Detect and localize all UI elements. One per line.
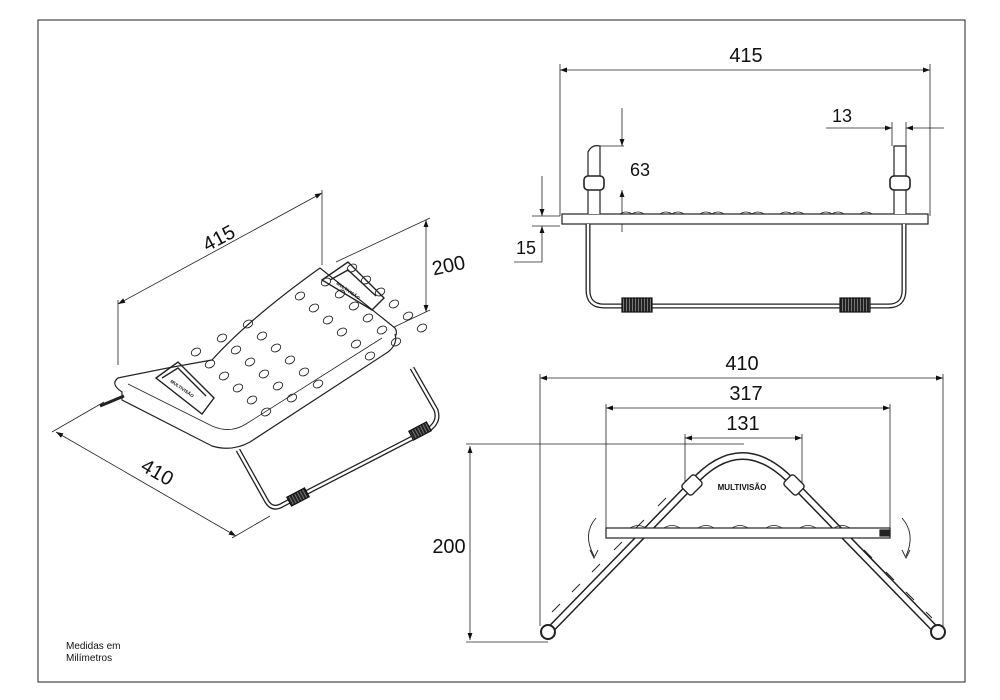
iso-depth-dim-line — [55, 431, 237, 537]
side-overall-label: 410 — [725, 353, 758, 375]
iso-depth-ext-right — [231, 515, 271, 539]
iso-massage-dot — [244, 357, 256, 367]
side-height-label: 200 — [432, 536, 465, 558]
units-note: Medidas em Milímetros — [66, 641, 120, 665]
top-thickness-label: 15 — [516, 238, 536, 258]
side-apex-label: 131 — [726, 413, 759, 435]
iso-massage-dot — [402, 311, 414, 321]
side-rotate-arrow-left — [588, 517, 597, 557]
top-rubber-foot-left — [621, 297, 653, 313]
iso-massage-dot — [242, 319, 254, 329]
iso-massage-dot — [270, 343, 282, 353]
iso-depth-label: 410 — [137, 455, 177, 491]
side-rotate-arrow-right — [901, 517, 911, 557]
top-width-label: 415 — [729, 45, 762, 67]
sheet-border — [37, 19, 966, 683]
units-note-line-2: Milímetros — [66, 653, 113, 664]
iso-massage-dots — [190, 263, 428, 417]
top-u-frame — [585, 224, 907, 309]
iso-massage-dot — [388, 299, 400, 309]
iso-height-ext-bottom — [391, 309, 431, 329]
iso-massage-dot — [374, 287, 386, 297]
top-view — [514, 64, 944, 313]
iso-massage-dot — [346, 263, 358, 273]
iso-massage-dot — [246, 395, 258, 405]
iso-massage-dot — [390, 337, 402, 347]
iso-massage-dot — [204, 359, 216, 369]
side-platform-label: 317 — [729, 383, 762, 405]
iso-massage-dot — [260, 407, 272, 417]
iso-height-ext-top — [335, 217, 431, 263]
iso-height-label: 200 — [430, 252, 467, 280]
side-view — [466, 374, 946, 643]
iso-platform-edge — [121, 333, 397, 449]
iso-massage-dot — [216, 333, 228, 343]
iso-massage-dot — [362, 313, 374, 323]
iso-massage-dot — [258, 369, 270, 379]
iso-massage-dot — [350, 339, 362, 349]
iso-massage-dot — [272, 381, 284, 391]
iso-massage-dot — [294, 291, 306, 301]
iso-massage-dot — [364, 351, 376, 361]
isometric-view: MULTIVISÃO MULTIVISÃO — [51, 190, 440, 539]
iso-massage-dot — [308, 303, 320, 313]
iso-massage-dot — [190, 347, 202, 357]
iso-width-dim-line — [117, 192, 323, 305]
top-rubber-foot-right — [839, 297, 871, 313]
side-brand-label: MULTIVISÃO — [718, 483, 767, 492]
units-note-line-1: Medidas em — [66, 641, 121, 652]
iso-depth-ext-left — [51, 401, 105, 433]
iso-rubber-foot-right — [408, 421, 432, 441]
iso-massage-dot — [416, 323, 428, 333]
iso-right-hinge-frame — [320, 261, 385, 311]
iso-width-label: 415 — [199, 221, 239, 256]
iso-massage-dot — [334, 289, 346, 299]
iso-massage-dot — [348, 301, 360, 311]
iso-rubber-foot-left — [286, 487, 310, 507]
iso-massage-dot — [312, 379, 324, 389]
iso-massage-dot — [298, 367, 310, 377]
iso-massage-dot — [232, 383, 244, 393]
iso-left-hinge-frame — [154, 361, 215, 415]
side-platform — [605, 527, 891, 539]
iso-massage-dot — [256, 331, 268, 341]
iso-massage-dot — [336, 327, 348, 337]
iso-massage-dot — [218, 371, 230, 381]
iso-massage-dot — [284, 355, 296, 365]
iso-massage-dot — [230, 345, 242, 355]
iso-massage-dot — [322, 315, 334, 325]
iso-massage-dot — [376, 325, 388, 335]
iso-massage-dot — [286, 393, 298, 403]
top-plate — [561, 213, 929, 225]
top-post-height-label: 63 — [630, 160, 650, 180]
iso-massage-dot — [360, 275, 372, 285]
top-clip-label: 13 — [832, 106, 852, 126]
iso-massage-dot — [320, 277, 332, 287]
